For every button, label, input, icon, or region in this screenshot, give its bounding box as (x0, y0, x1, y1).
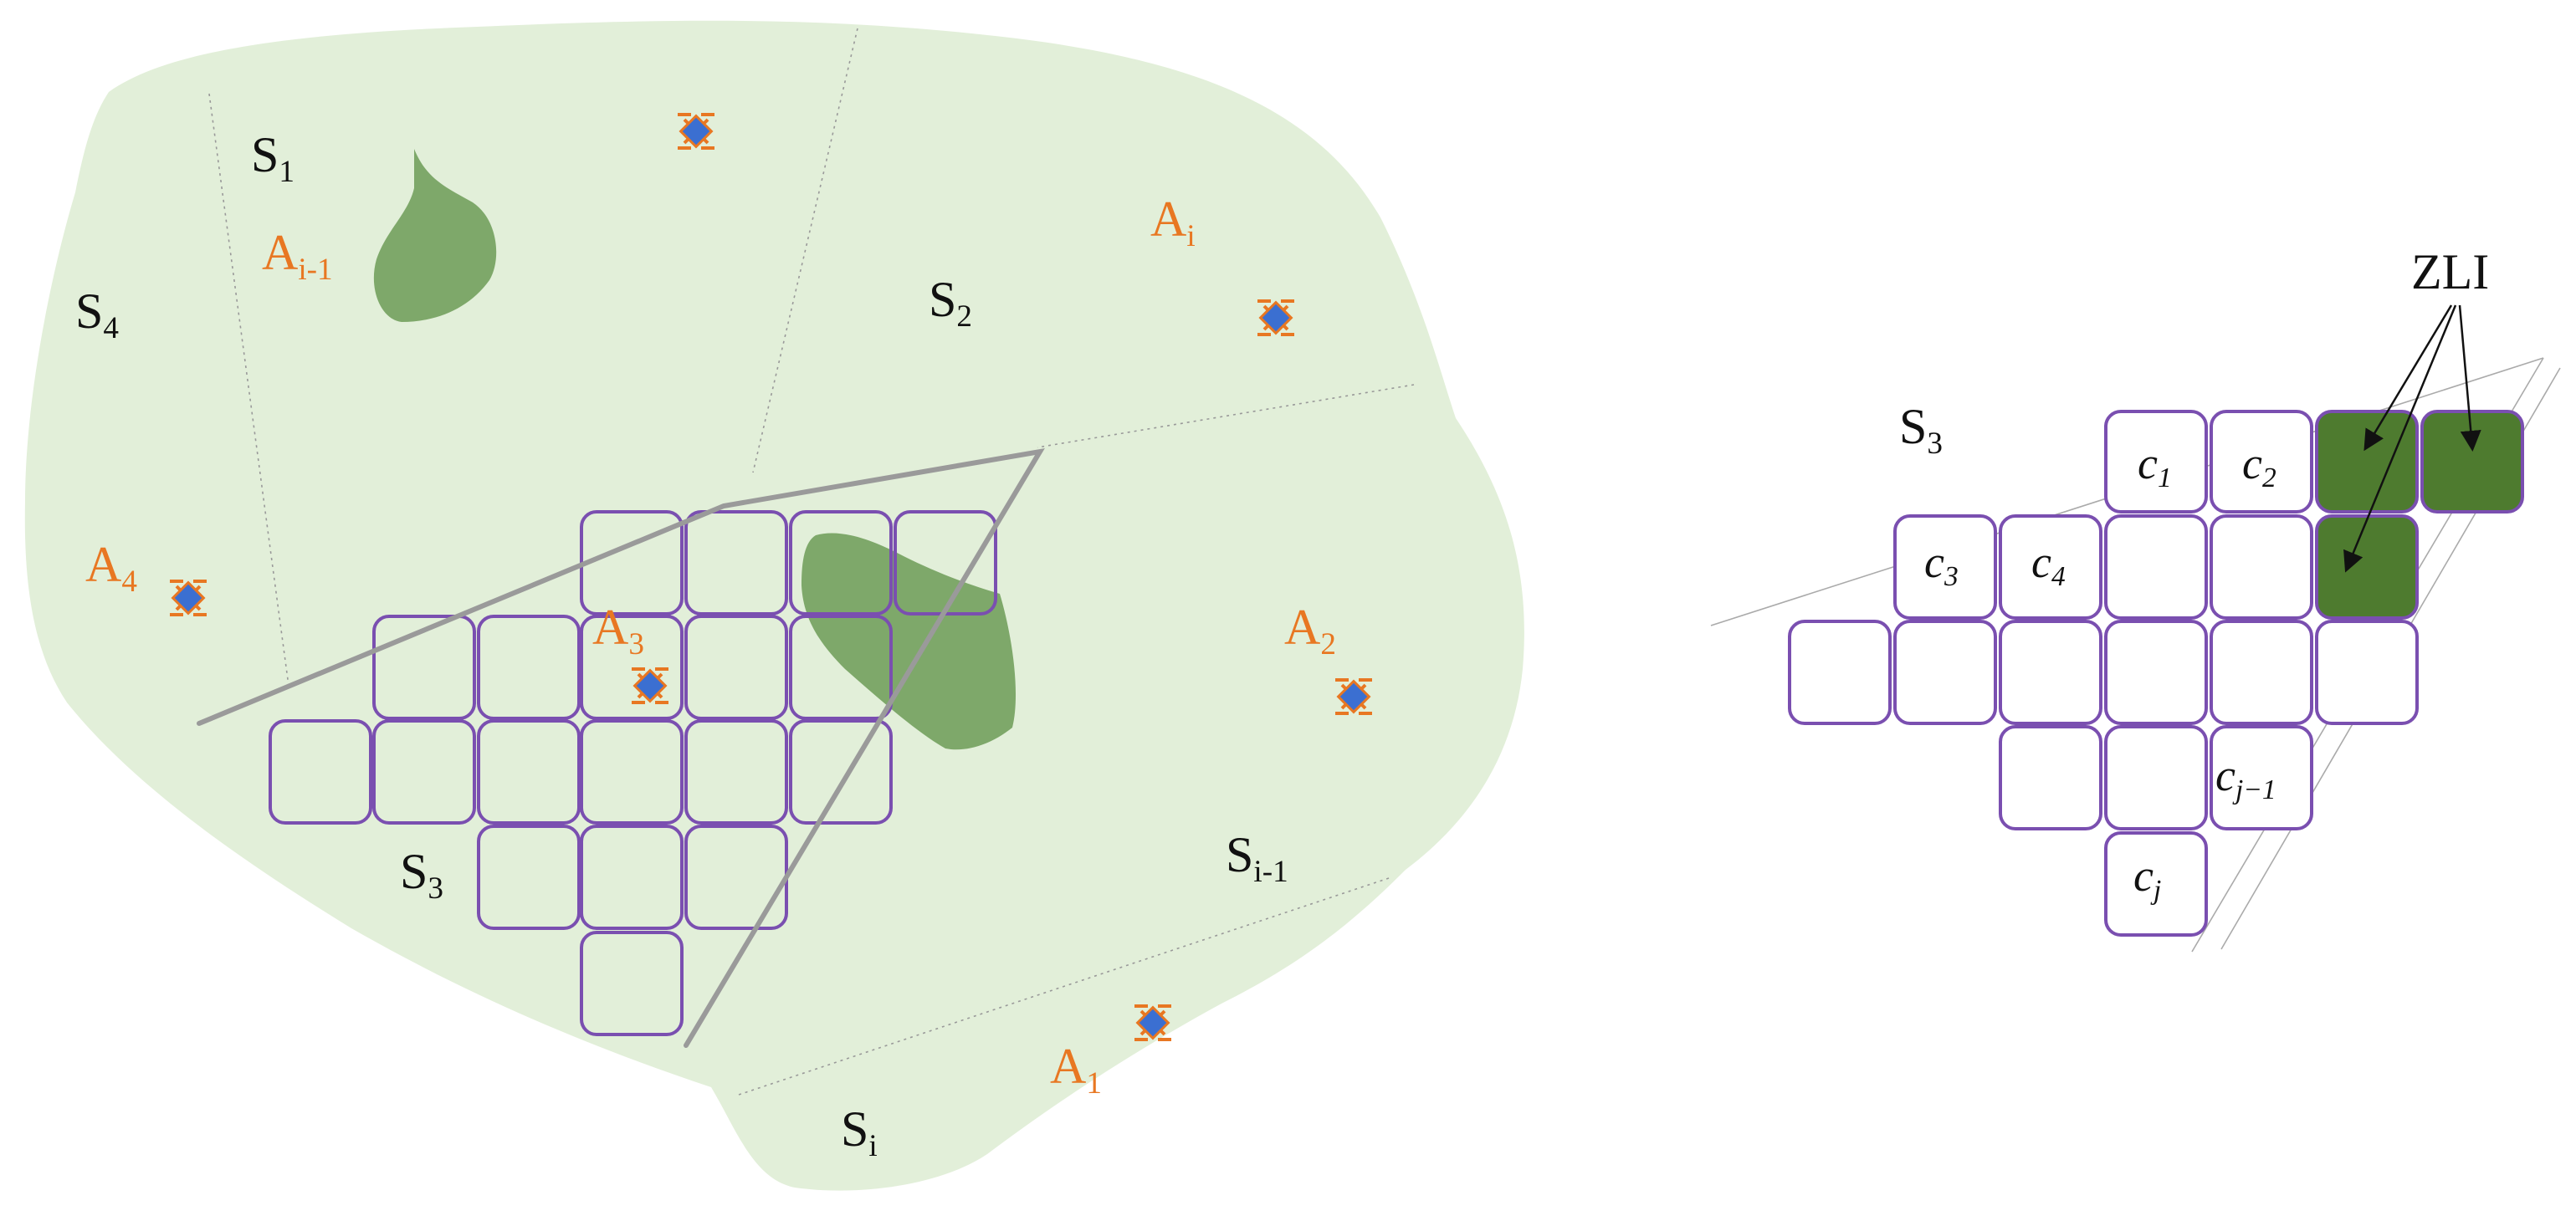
mission-map: S1 S2 S3 S4 Si-1 Si A1 A2 A3 A4 Ai (24, 20, 1524, 1191)
agent-label: A3 (592, 600, 644, 662)
sub-area-label: S1 (251, 127, 294, 189)
grid-cell (2210, 620, 2313, 725)
field-of-view (197, 447, 1045, 1048)
zli-label: ZLI (2411, 244, 2489, 299)
map-cell (372, 719, 476, 825)
sub-area-label: S2 (929, 272, 972, 334)
map-cell (372, 615, 476, 720)
zli-arrow (2458, 304, 2481, 452)
map-cell (477, 825, 581, 930)
grid-cell (2210, 725, 2313, 830)
map-cell (684, 510, 788, 616)
grid-cell (2104, 410, 2208, 513)
map-cell (580, 719, 684, 825)
sub-area-label: S3 (400, 844, 443, 906)
zoomed-sub-area: c1 c2 c3 c4 cj−1 cj S3 ZLI (1710, 244, 2561, 953)
sub-area-label: S4 (75, 284, 119, 345)
cell-label: cj (2133, 851, 2161, 906)
grid-cell (1999, 514, 2102, 620)
grid-cell (2104, 725, 2208, 830)
zli-cell (2420, 410, 2524, 513)
cell-label: c3 (1924, 537, 1959, 592)
map-cell (477, 615, 581, 720)
agent-label: A2 (1284, 600, 1336, 662)
map-cell (580, 825, 684, 930)
agent-label: A1 (1050, 1039, 1102, 1101)
map-cell (580, 615, 684, 720)
partition-line (752, 28, 858, 473)
grid-cell (2104, 620, 2208, 725)
grid-cell (1788, 620, 1892, 725)
zoom-area-label: S3 (1899, 399, 1943, 461)
obstacle-center (801, 533, 1017, 750)
cell-label: c4 (2031, 537, 2066, 592)
agent-label: Ai-1 (262, 225, 333, 287)
map-cell (477, 719, 581, 825)
map-cell (789, 615, 893, 720)
cell-label: c1 (2138, 438, 2172, 493)
map-cell (789, 510, 893, 616)
grid-cell (2104, 514, 2208, 620)
grid-cell (2315, 620, 2419, 725)
zli-arrow (2343, 304, 2457, 573)
map-cell (789, 719, 893, 825)
map-cell (269, 719, 372, 825)
grid-cell (2210, 514, 2313, 620)
map-cell (580, 931, 684, 1036)
partition-line (735, 877, 1390, 1096)
cell-label: cj−1 (2215, 750, 2276, 805)
agent-label: Ai (1150, 192, 1196, 253)
sub-area-label: Si-1 (1226, 827, 1288, 889)
grid-cell (1893, 620, 1997, 725)
grid-cell (1999, 620, 2102, 725)
grid-cell (1893, 514, 1997, 620)
grid-cell (2210, 410, 2313, 513)
cell-label: c2 (2242, 438, 2276, 493)
zli-cell (2315, 410, 2419, 513)
map-cell (684, 615, 788, 720)
zli-arrow (2363, 304, 2453, 452)
agent-label: A4 (85, 537, 137, 599)
obstacle-top (373, 149, 497, 322)
map-cell (684, 719, 788, 825)
grid-cell (1999, 725, 2102, 830)
zli-cell (2315, 514, 2419, 620)
sub-area-label: Si (841, 1101, 878, 1163)
grid-cell (2104, 831, 2208, 937)
